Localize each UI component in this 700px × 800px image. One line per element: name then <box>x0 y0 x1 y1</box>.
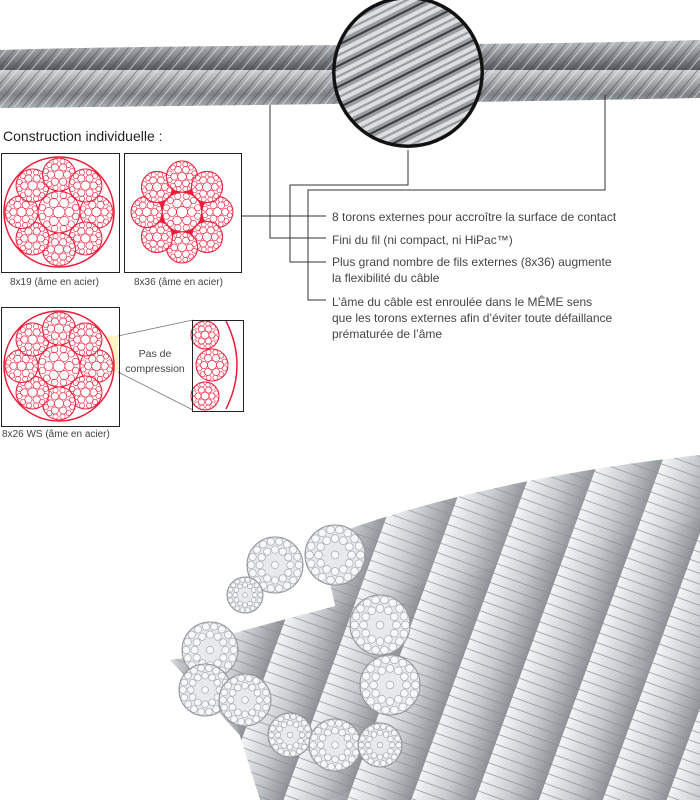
wire-rope-render <box>170 455 700 800</box>
section-heading: Construction individuelle : <box>3 128 163 144</box>
compression-label-line: Pas de <box>138 348 172 360</box>
note-line: Plus grand nombre de fils externes (8x36… <box>332 255 612 269</box>
note-line: prématurée de l’âme <box>332 327 443 341</box>
cross-section-8x19 <box>3 156 115 268</box>
note-line: la flexibilité du câble <box>332 271 440 285</box>
compression-label-line: compression <box>125 363 185 375</box>
leader-lines <box>241 95 606 301</box>
note-wire-finish: Fini du fil (ni compact, ni HiPac™) <box>332 232 513 248</box>
compression-detail-strands <box>190 320 238 411</box>
zoom-lines <box>117 319 194 411</box>
note-line: 8 torons externes pour accroître la surf… <box>332 210 617 224</box>
cross-section-8x26ws <box>3 310 115 422</box>
note-core-direction: L’âme du câble est enroulée dans le MÊME… <box>332 294 612 342</box>
note-outer-strands: 8 torons externes pour accroître la surf… <box>332 209 616 225</box>
magnified-wire-detail <box>332 0 484 148</box>
diagram-8x26ws <box>1 307 120 427</box>
note-line: Fini du fil (ni compact, ni HiPac™) <box>332 233 513 247</box>
note-flexibility: Plus grand nombre de fils externes (8x36… <box>332 254 612 286</box>
diagram-compression-detail <box>192 320 244 412</box>
cross-section-8x36 <box>130 160 234 264</box>
caption-8x36: 8x36 (âme en acier) <box>134 277 223 288</box>
note-line: L’âme du câble est enroulée dans le MÊME… <box>332 295 593 309</box>
caption-8x26ws: 8x26 WS (âme en acier) <box>2 429 110 440</box>
note-line: que les torons externes afin d’éviter to… <box>332 311 613 325</box>
diagram-8x19 <box>1 153 120 273</box>
diagram-8x36 <box>124 153 242 273</box>
caption-8x19: 8x19 (âme en acier) <box>10 277 99 288</box>
compression-label: Pas de compression <box>122 347 188 377</box>
